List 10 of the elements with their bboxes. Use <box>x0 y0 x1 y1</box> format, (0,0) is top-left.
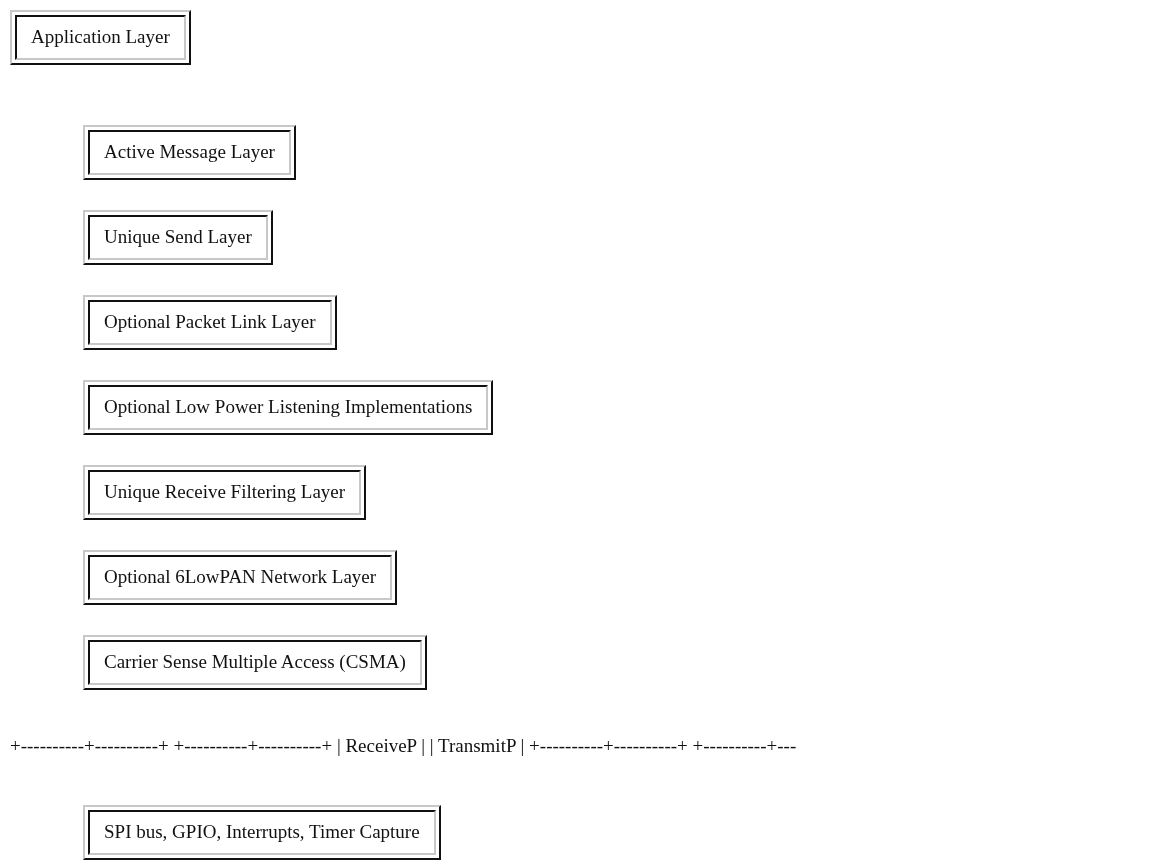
layer-label: SPI bus, GPIO, Interrupts, Timer Capture <box>88 810 436 855</box>
layer-label: Unique Send Layer <box>88 215 268 260</box>
layer-label: Unique Receive Filtering Layer <box>88 470 362 515</box>
layer-label: Active Message Layer <box>88 130 291 175</box>
ascii-separator-text: +----------+----------+ +----------+----------+ | ReceiveP | | TransmitP | +----------+----------+ +----------+--- <box>10 735 797 757</box>
layer-label: Optional 6LowPAN Network Layer <box>88 555 393 600</box>
layer-label: Application Layer <box>15 15 186 60</box>
layer-label: Optional Packet Link Layer <box>88 300 332 345</box>
layer-label: Carrier Sense Multiple Access (CSMA) <box>88 640 422 685</box>
layer-label: Optional Low Power Listening Implementations <box>88 385 489 430</box>
